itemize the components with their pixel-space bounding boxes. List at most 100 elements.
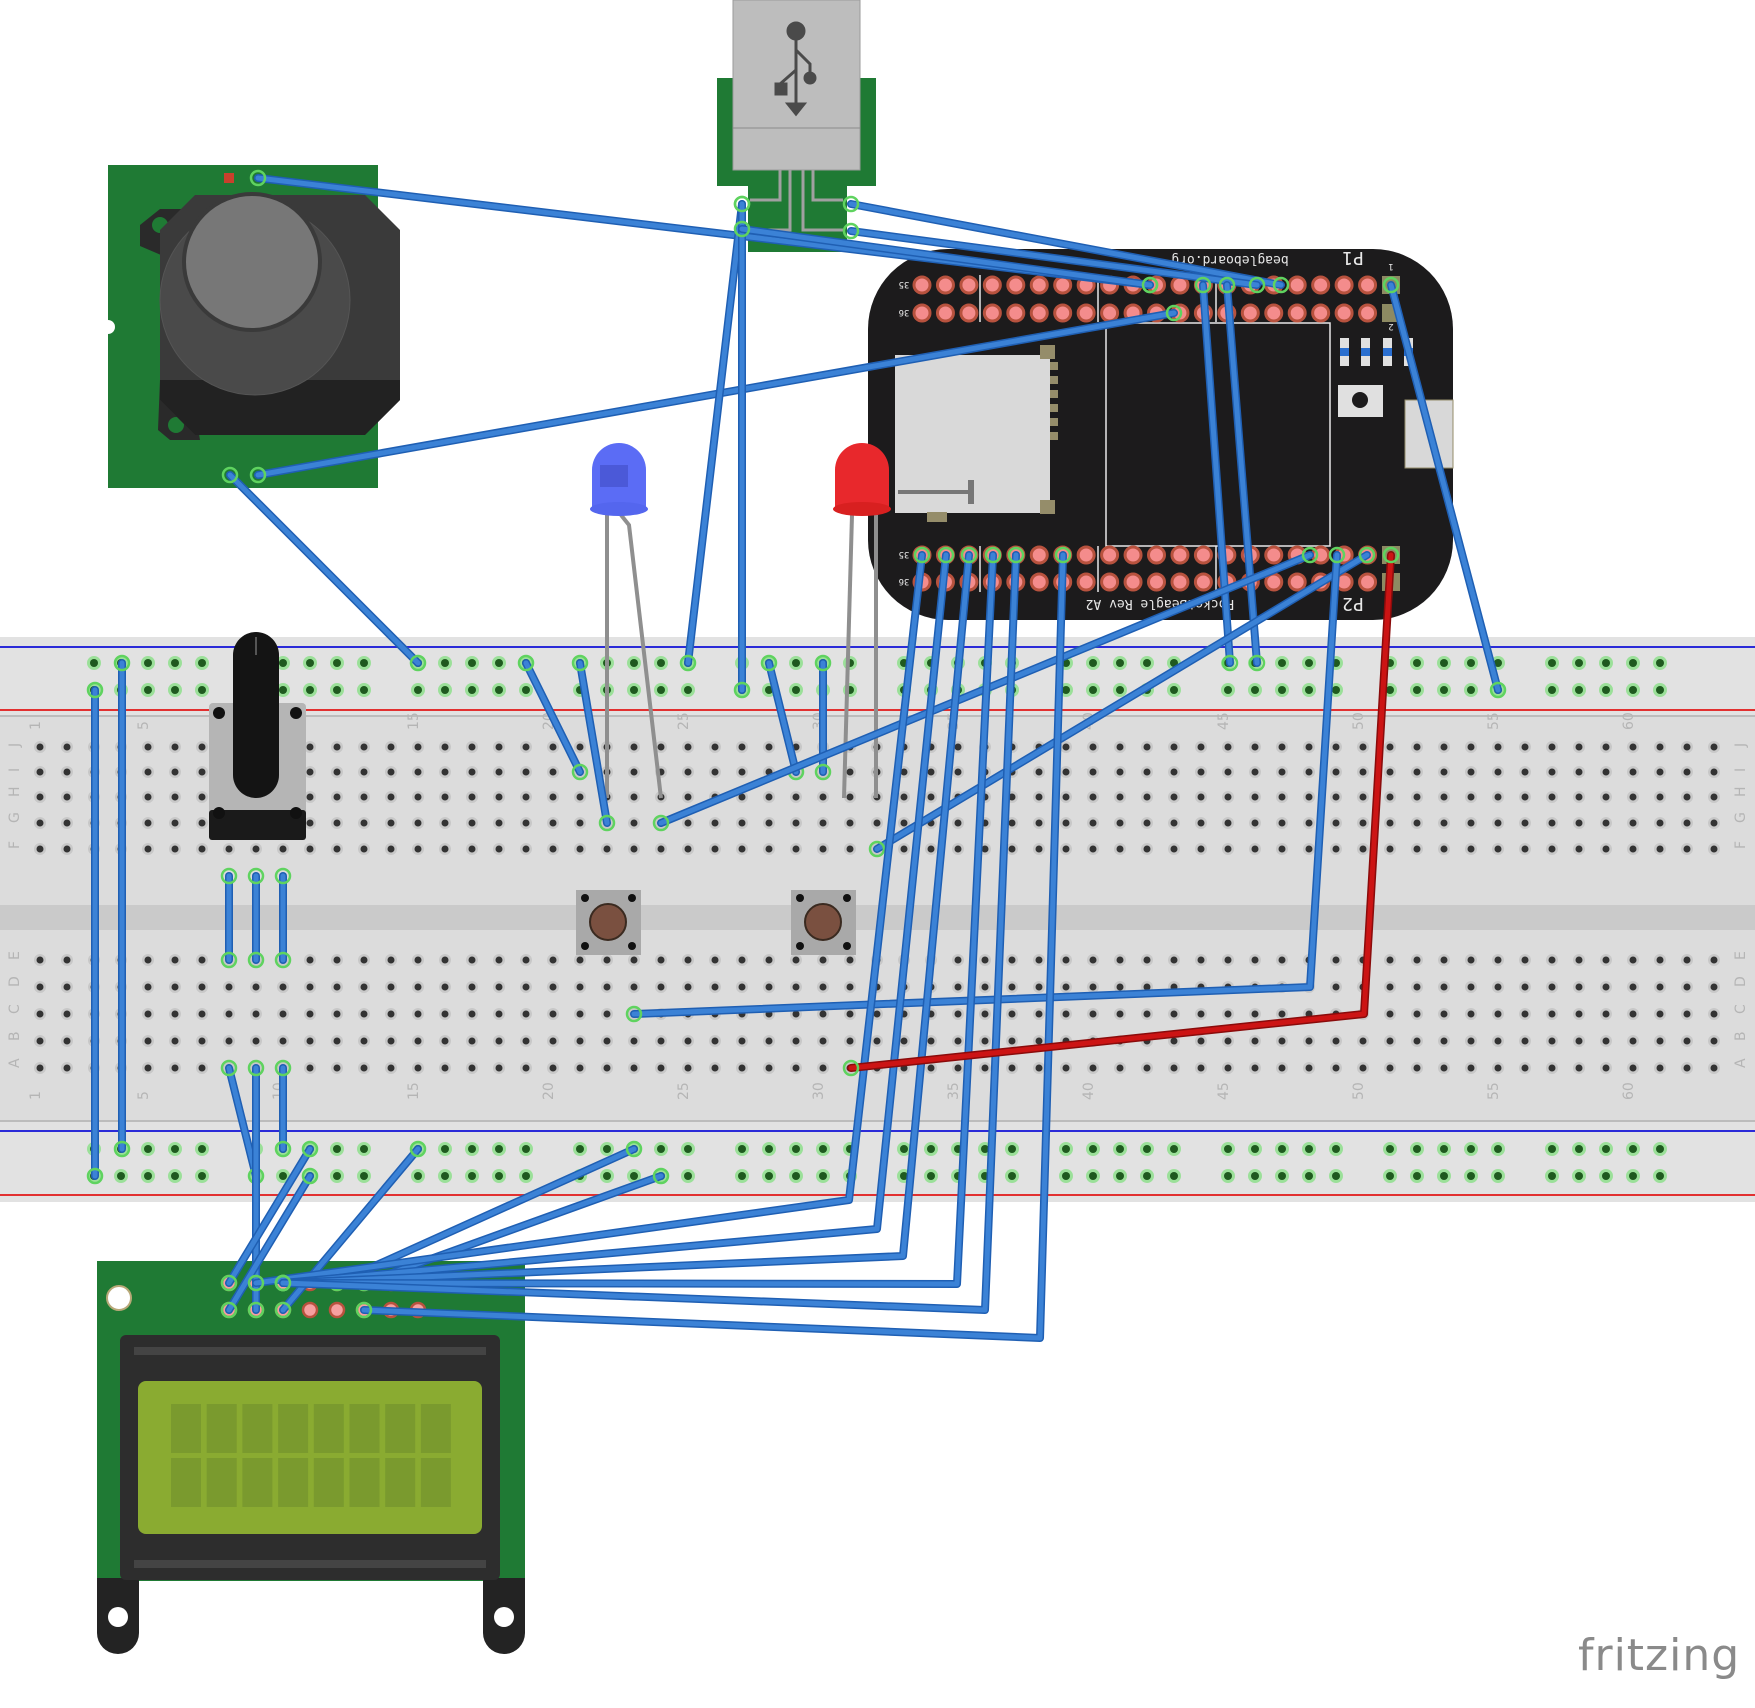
wire-endpoint[interactable] bbox=[733, 220, 751, 238]
blue-wire[interactable] bbox=[1382, 276, 1507, 699]
wire-endpoint[interactable] bbox=[247, 951, 265, 969]
header-pin[interactable] bbox=[982, 275, 1002, 295]
wire-endpoint[interactable] bbox=[113, 654, 131, 672]
lcd-module[interactable] bbox=[97, 1261, 525, 1654]
header-pin[interactable] bbox=[1076, 572, 1096, 592]
pocketbeagle-board[interactable]: beagleboard.org PocketBeagle Rev A2 P1 P… bbox=[868, 247, 1454, 620]
lcd-header-pin[interactable] bbox=[328, 1301, 346, 1319]
wire-endpoint[interactable] bbox=[1194, 276, 1212, 294]
wire-endpoint[interactable] bbox=[625, 1140, 643, 1158]
potentiometer[interactable] bbox=[209, 632, 306, 840]
wire-endpoint[interactable] bbox=[220, 867, 238, 885]
wire-endpoint[interactable] bbox=[1007, 546, 1025, 564]
wire-endpoint[interactable] bbox=[868, 840, 886, 858]
pushbutton-cap[interactable] bbox=[589, 903, 627, 941]
wire-endpoint[interactable] bbox=[814, 763, 832, 781]
wire-endpoint[interactable] bbox=[814, 654, 832, 672]
wire-endpoint[interactable] bbox=[571, 763, 589, 781]
wire-endpoint[interactable] bbox=[652, 814, 670, 832]
pot-shaft[interactable] bbox=[233, 632, 279, 798]
wire-endpoint[interactable] bbox=[409, 654, 427, 672]
header-pin[interactable] bbox=[1123, 572, 1143, 592]
red-wire[interactable] bbox=[842, 546, 1400, 1077]
header-pin[interactable] bbox=[1193, 572, 1213, 592]
blue-wire[interactable] bbox=[221, 466, 427, 672]
wire-endpoint[interactable] bbox=[1358, 546, 1376, 564]
wire-endpoint[interactable] bbox=[247, 1059, 265, 1077]
wire-endpoint[interactable] bbox=[355, 1301, 373, 1319]
wire-endpoint[interactable] bbox=[1141, 276, 1159, 294]
blue-wire[interactable] bbox=[1218, 276, 1266, 672]
header-pin[interactable] bbox=[1076, 303, 1096, 323]
blue-wire[interactable] bbox=[571, 654, 616, 832]
wire-endpoint[interactable] bbox=[913, 546, 931, 564]
wire-endpoint[interactable] bbox=[679, 654, 697, 672]
header-pin[interactable] bbox=[1053, 303, 1073, 323]
blue-wire[interactable] bbox=[355, 1167, 670, 1292]
header-pin[interactable] bbox=[935, 275, 955, 295]
wire-endpoint[interactable] bbox=[1165, 304, 1183, 322]
wire-endpoint[interactable] bbox=[409, 1140, 427, 1158]
blue-wire[interactable] bbox=[842, 195, 1290, 294]
wire-endpoint[interactable] bbox=[1489, 681, 1507, 699]
wire-endpoint[interactable] bbox=[598, 814, 616, 832]
blue-wire[interactable] bbox=[247, 867, 265, 969]
wire-endpoint[interactable] bbox=[1248, 654, 1266, 672]
blue-wire[interactable] bbox=[517, 654, 589, 781]
header-pin[interactable] bbox=[1006, 275, 1026, 295]
blue-wire[interactable] bbox=[274, 546, 1025, 1314]
wire-endpoint[interactable] bbox=[652, 1167, 670, 1185]
header-pin[interactable] bbox=[1358, 303, 1378, 323]
lcd-header-pin[interactable] bbox=[301, 1301, 319, 1319]
wire-endpoint[interactable] bbox=[247, 867, 265, 885]
wire-endpoint[interactable] bbox=[733, 195, 751, 213]
header-pin[interactable] bbox=[1147, 545, 1166, 565]
blue-wire[interactable] bbox=[842, 222, 1266, 294]
wire-endpoint[interactable] bbox=[247, 1274, 265, 1292]
wire-endpoint[interactable] bbox=[249, 466, 267, 484]
wire-endpoint[interactable] bbox=[842, 222, 860, 240]
wire-endpoint[interactable] bbox=[960, 546, 978, 564]
joystick-knob[interactable] bbox=[182, 192, 322, 332]
wire-endpoint[interactable] bbox=[86, 1167, 104, 1185]
header-pin[interactable] bbox=[1029, 572, 1049, 592]
wire-endpoint[interactable] bbox=[733, 681, 751, 699]
header-pin[interactable] bbox=[1100, 303, 1120, 323]
wire-endpoint[interactable] bbox=[571, 654, 589, 672]
blue-wire[interactable] bbox=[113, 654, 131, 1158]
blue-wire[interactable] bbox=[733, 195, 751, 699]
header-pin[interactable] bbox=[1147, 572, 1166, 592]
wire-endpoint[interactable] bbox=[220, 1301, 238, 1319]
header-pin[interactable] bbox=[1311, 303, 1331, 323]
wire-endpoint[interactable] bbox=[517, 654, 535, 672]
header-pin[interactable] bbox=[1076, 545, 1096, 565]
wire-endpoint[interactable] bbox=[1382, 276, 1400, 294]
header-pin[interactable] bbox=[1053, 275, 1073, 295]
joystick-module[interactable] bbox=[101, 165, 400, 488]
header-pin[interactable] bbox=[1287, 275, 1307, 295]
header-pin[interactable] bbox=[982, 303, 1002, 323]
wire-endpoint[interactable] bbox=[842, 1059, 860, 1077]
header-pin[interactable] bbox=[959, 303, 979, 323]
blue-wire[interactable] bbox=[220, 1140, 319, 1292]
header-pin[interactable] bbox=[912, 303, 932, 323]
header-pin[interactable] bbox=[1100, 572, 1120, 592]
pushbutton-1[interactable] bbox=[576, 890, 641, 955]
blue-wire[interactable] bbox=[220, 1167, 319, 1319]
wire-endpoint[interactable] bbox=[1382, 546, 1400, 564]
wire-endpoint[interactable] bbox=[1054, 546, 1072, 564]
blue-led[interactable] bbox=[590, 443, 663, 799]
wire-endpoint[interactable] bbox=[625, 1005, 643, 1023]
wire-endpoint[interactable] bbox=[247, 1301, 265, 1319]
wire-endpoint[interactable] bbox=[249, 169, 267, 187]
header-pin[interactable] bbox=[1123, 545, 1143, 565]
wire-endpoint[interactable] bbox=[274, 951, 292, 969]
wire-endpoint[interactable] bbox=[984, 546, 1002, 564]
header-pin[interactable] bbox=[1311, 275, 1331, 295]
pushbutton-cap[interactable] bbox=[804, 903, 842, 941]
wire-endpoint[interactable] bbox=[937, 546, 955, 564]
wire-endpoint[interactable] bbox=[1272, 276, 1290, 294]
header-pin[interactable] bbox=[1193, 545, 1213, 565]
blue-wire[interactable] bbox=[274, 867, 292, 969]
wire-endpoint[interactable] bbox=[274, 1274, 292, 1292]
